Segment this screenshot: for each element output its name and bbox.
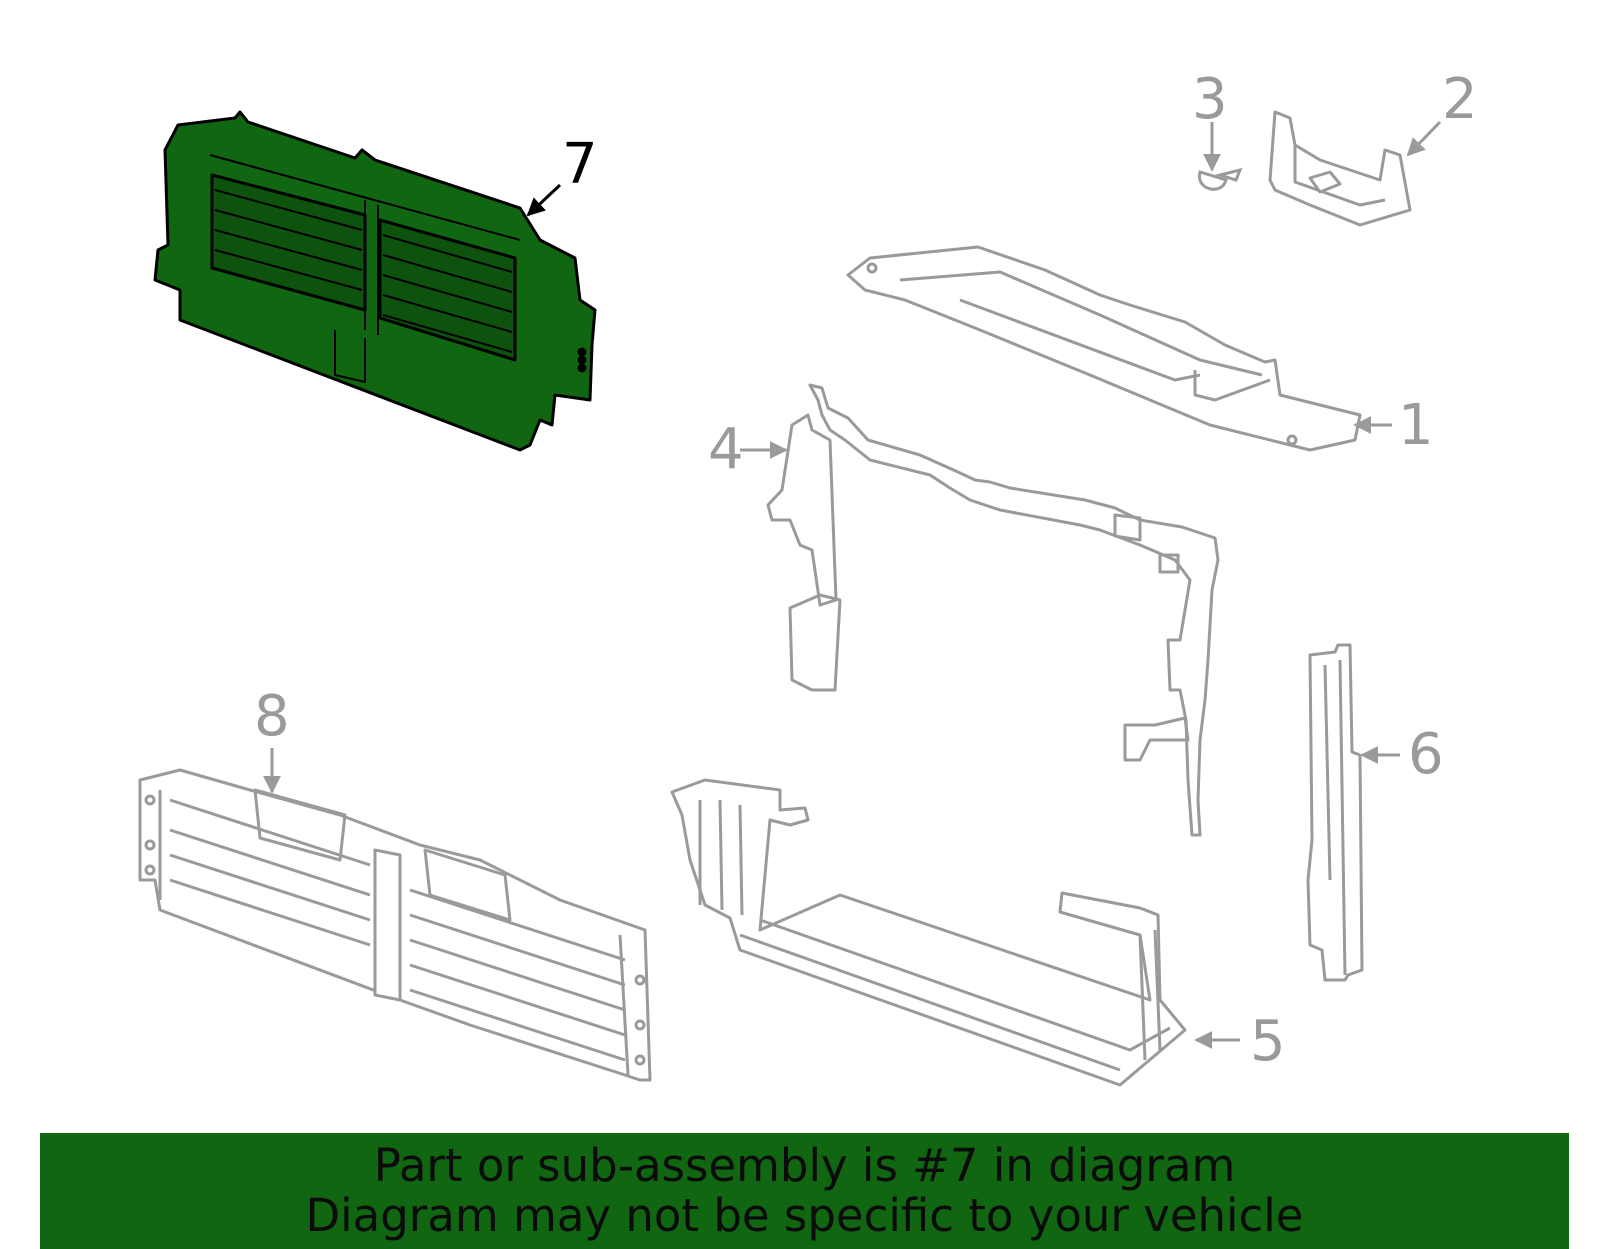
callout-5: 5 [1250,1009,1286,1074]
info-banner: Part or sub-assembly is #7 in diagram Di… [40,1133,1569,1249]
callout-7: 7 [562,132,598,197]
banner-line-1: Part or sub-assembly is #7 in diagram [373,1139,1236,1192]
callout-3: 3 [1192,67,1228,132]
callout-8: 8 [254,684,290,749]
part-6-side-baffle[interactable] [1306,643,1364,982]
part-3-push-pin[interactable] [1198,167,1243,191]
part-1-upper-cover[interactable] [846,245,1362,452]
part-2-bracket[interactable] [1268,110,1412,227]
leader-2 [1406,120,1442,157]
leader-7 [526,183,562,217]
callout-2: 2 [1442,67,1478,132]
part-8-lower-shutter[interactable] [138,768,652,1082]
part-5-lower-support[interactable] [670,778,1187,1087]
part-4-radiator-support[interactable] [766,383,1220,837]
callout-1: 1 [1398,393,1434,458]
callout-6: 6 [1408,722,1444,787]
part-7-shutter-assembly[interactable] [153,110,597,452]
banner-line-2: Diagram may not be specific to your vehi… [305,1189,1304,1242]
callout-4: 4 [708,417,744,482]
